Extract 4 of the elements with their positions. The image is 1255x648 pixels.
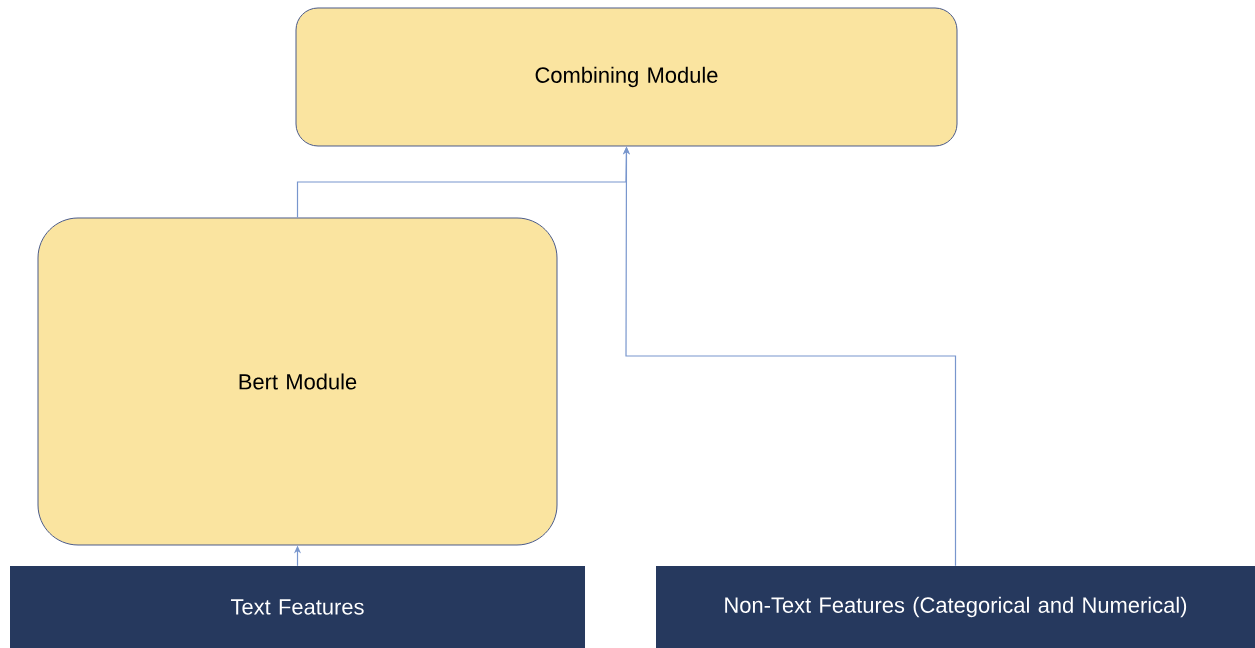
input-bar: Text Features xyxy=(10,566,585,648)
module-box: Bert Module xyxy=(37,217,558,546)
input-bar: Non-Text Features (Categorical and Numerical) xyxy=(656,566,1255,648)
module-box: Combining Module xyxy=(295,7,958,147)
